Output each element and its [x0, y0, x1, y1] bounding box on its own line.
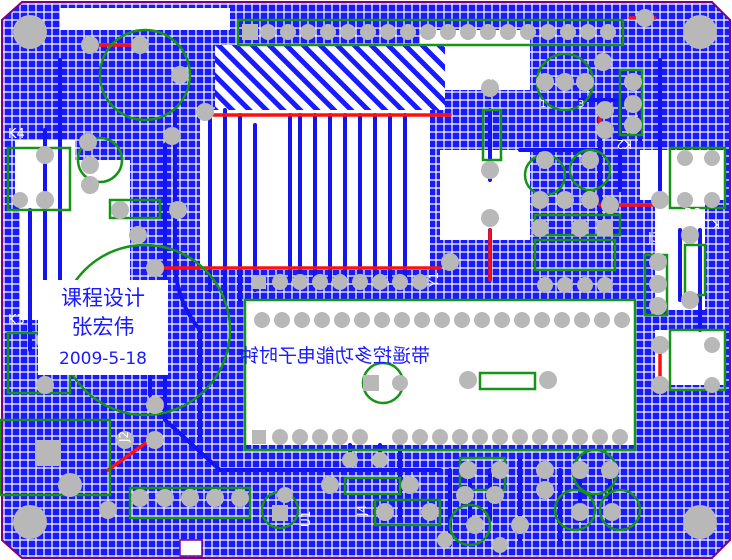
- label-k1: K1: [704, 217, 720, 231]
- label-y1: Y1: [427, 272, 441, 288]
- product-name-group: 带遥控多功能电子时钟: [240, 345, 430, 367]
- label-pin1: 1: [540, 99, 546, 110]
- title-block-bg: [38, 280, 168, 375]
- diagonal-bus-area: [215, 45, 445, 110]
- label-k4: K4: [8, 127, 25, 142]
- component-pads: [12, 9, 720, 553]
- label-j2: J2: [117, 431, 131, 443]
- label-pin3: 3: [578, 99, 584, 110]
- label-k2: K2: [616, 137, 632, 151]
- mounting-holes: [13, 15, 717, 539]
- title-line2: 张宏伟: [72, 315, 135, 339]
- silkscreen-outlines: [0, 18, 727, 547]
- label-bt1: BT1: [70, 212, 95, 227]
- bottom-connector: [179, 539, 203, 557]
- title-line1: 课程设计: [61, 286, 145, 310]
- product-name: 带遥控多功能电子时钟: [240, 345, 430, 367]
- title-date: 2009-5-18: [59, 349, 147, 369]
- label-u1: U1: [299, 511, 313, 527]
- label-j3: J3: [647, 231, 660, 246]
- red-traces: [88, 16, 662, 472]
- label-r5: R5: [444, 367, 458, 383]
- label-r6: R6: [483, 69, 500, 84]
- silkscreen-labels: K4 K3 R6 R8 J3 BT1 1 3 K1 K2 R5 J2 J4 U1…: [8, 69, 720, 527]
- label-k3: K3: [8, 313, 25, 328]
- label-j4: J4: [355, 505, 369, 517]
- label-at89: AT89: [270, 357, 283, 384]
- label-r8: R8: [684, 207, 701, 222]
